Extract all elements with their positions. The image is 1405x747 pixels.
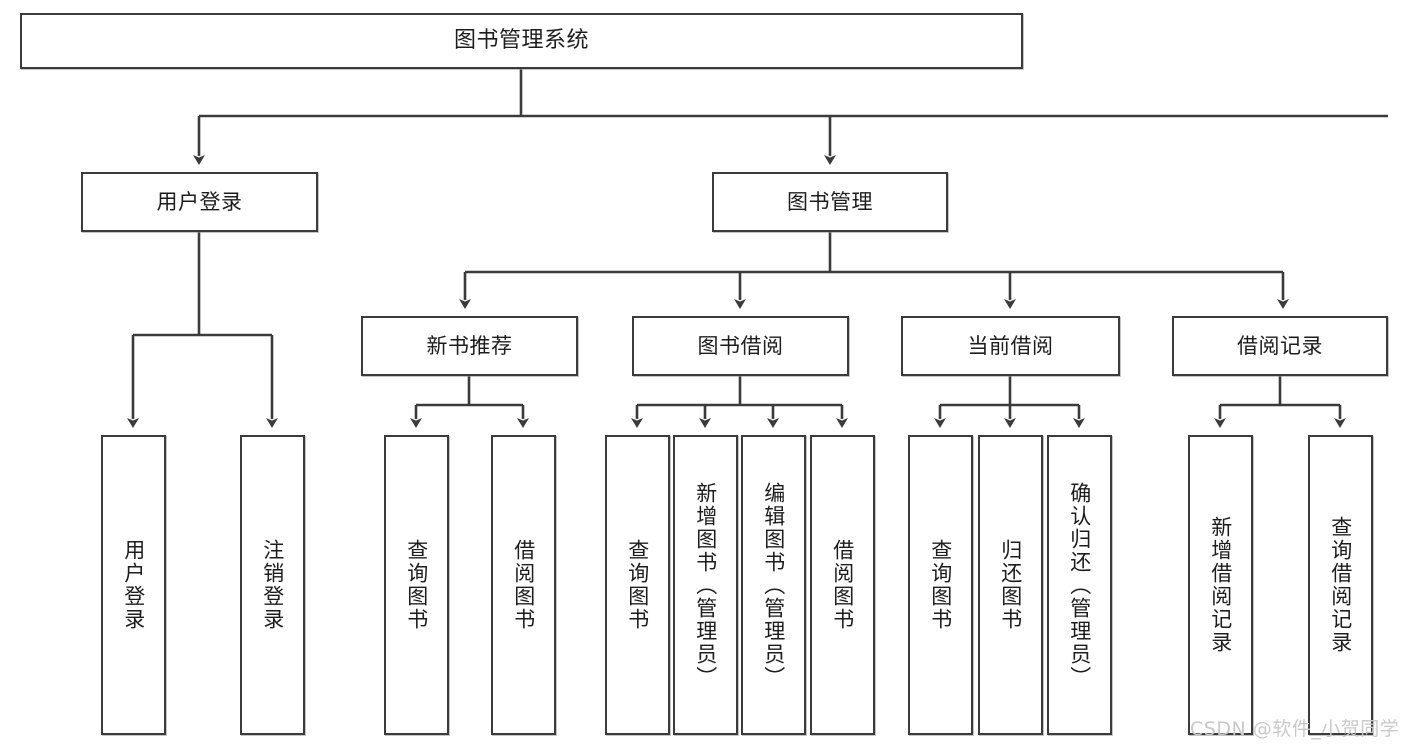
node-label: 用户登录: [121, 539, 146, 631]
node-label: 查询图书: [625, 539, 650, 631]
node-label: 查询图书: [928, 539, 953, 631]
leaf-query-book-recommend[interactable]: 查询图书: [384, 435, 449, 735]
node-label: 借阅记录: [1237, 333, 1323, 358]
node-label: 新增借阅记录: [1208, 516, 1233, 654]
node-label: 查询借阅记录: [1328, 516, 1353, 654]
node-book-management[interactable]: 图书管理: [712, 172, 948, 232]
leaf-borrow-book[interactable]: 借阅图书: [810, 435, 875, 735]
leaf-query-book-current[interactable]: 查询图书: [908, 435, 973, 735]
leaf-edit-book-admin[interactable]: 编辑图书（管理员）: [741, 435, 806, 735]
leaf-user-login[interactable]: 用户登录: [101, 435, 166, 735]
leaf-add-book-admin[interactable]: 新增图书（管理员）: [673, 435, 738, 735]
node-label: 注销登录: [260, 539, 285, 631]
node-label: 新书推荐: [426, 333, 513, 358]
node-label: 图书管理: [787, 189, 873, 214]
leaf-add-borrow-record[interactable]: 新增借阅记录: [1188, 435, 1253, 735]
node-label: 借阅图书: [511, 539, 536, 631]
node-book-borrow[interactable]: 图书借阅: [632, 316, 849, 376]
leaf-query-borrow-record[interactable]: 查询借阅记录: [1308, 435, 1373, 735]
leaf-query-book[interactable]: 查询图书: [605, 435, 670, 735]
node-label: 当前借阅: [967, 333, 1054, 358]
node-label: 图书借阅: [697, 333, 784, 358]
node-label: 编辑图书（管理员）: [761, 481, 786, 689]
node-label: 用户登录: [156, 189, 243, 214]
node-new-book-recommend[interactable]: 新书推荐: [361, 316, 578, 376]
leaf-logout[interactable]: 注销登录: [240, 435, 305, 735]
node-label: 确认归还（管理员）: [1067, 481, 1092, 689]
node-label: 新增图书（管理员）: [693, 481, 718, 689]
leaf-confirm-return-admin[interactable]: 确认归还（管理员）: [1047, 435, 1112, 735]
leaf-return-book[interactable]: 归还图书: [978, 435, 1043, 735]
node-root-system[interactable]: 图书管理系统: [20, 13, 1023, 69]
node-label: 查询图书: [404, 539, 429, 631]
node-label: 图书管理系统: [453, 28, 589, 54]
node-current-borrow[interactable]: 当前借阅: [901, 316, 1120, 376]
node-borrow-records[interactable]: 借阅记录: [1172, 316, 1388, 376]
node-label: 归还图书: [998, 539, 1023, 631]
leaf-borrow-book-recommend[interactable]: 借阅图书: [491, 435, 556, 735]
node-user-login[interactable]: 用户登录: [81, 172, 318, 232]
node-label: 借阅图书: [830, 539, 855, 631]
watermark: CSDN @软件_小贺同学: [1190, 718, 1400, 740]
